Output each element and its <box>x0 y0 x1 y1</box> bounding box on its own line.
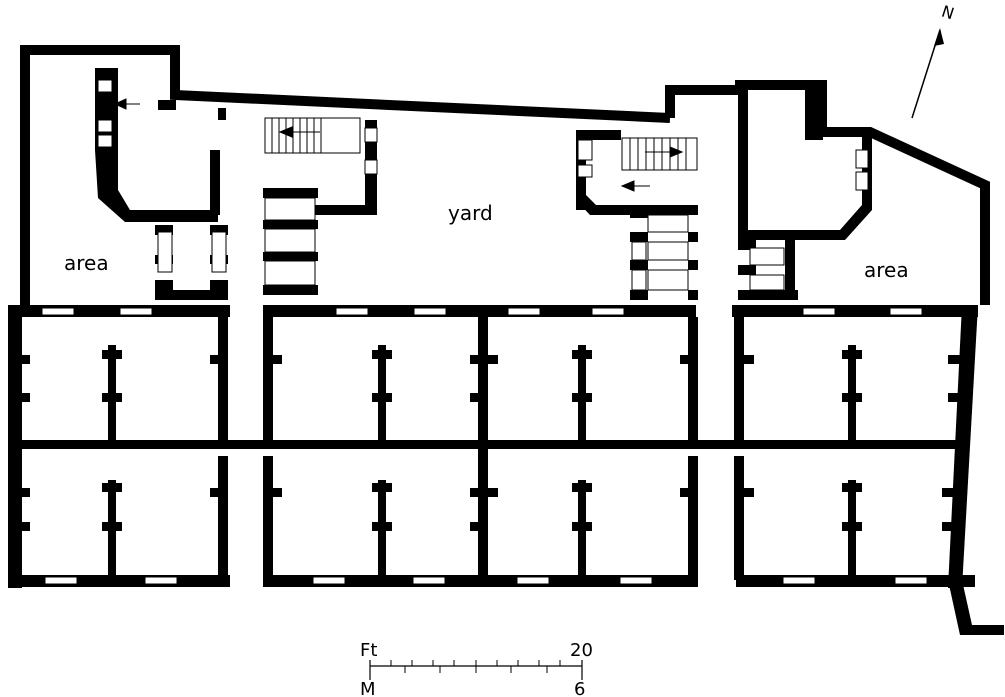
area-label-right: area <box>864 258 909 282</box>
windows-top <box>41 307 923 316</box>
yard-label: yard <box>448 201 493 225</box>
stair-right <box>620 137 698 192</box>
corridor-openings <box>230 303 736 589</box>
area-label-left: area <box>64 251 109 275</box>
upper-left-steps <box>97 79 378 286</box>
scale-bar: Ft 20 M 6 <box>360 640 593 697</box>
stair-left <box>113 98 361 154</box>
scale-value-metres: 6 <box>574 679 585 697</box>
north-arrow-icon: N <box>911 2 956 119</box>
partitions <box>18 317 960 580</box>
upper-right-steps <box>577 139 869 291</box>
scale-value-feet: 20 <box>570 640 593 661</box>
windows-bottom <box>44 576 928 585</box>
scale-unit-feet: Ft <box>360 640 377 661</box>
north-label: N <box>939 2 956 24</box>
scale-unit-metres: M <box>360 679 376 697</box>
